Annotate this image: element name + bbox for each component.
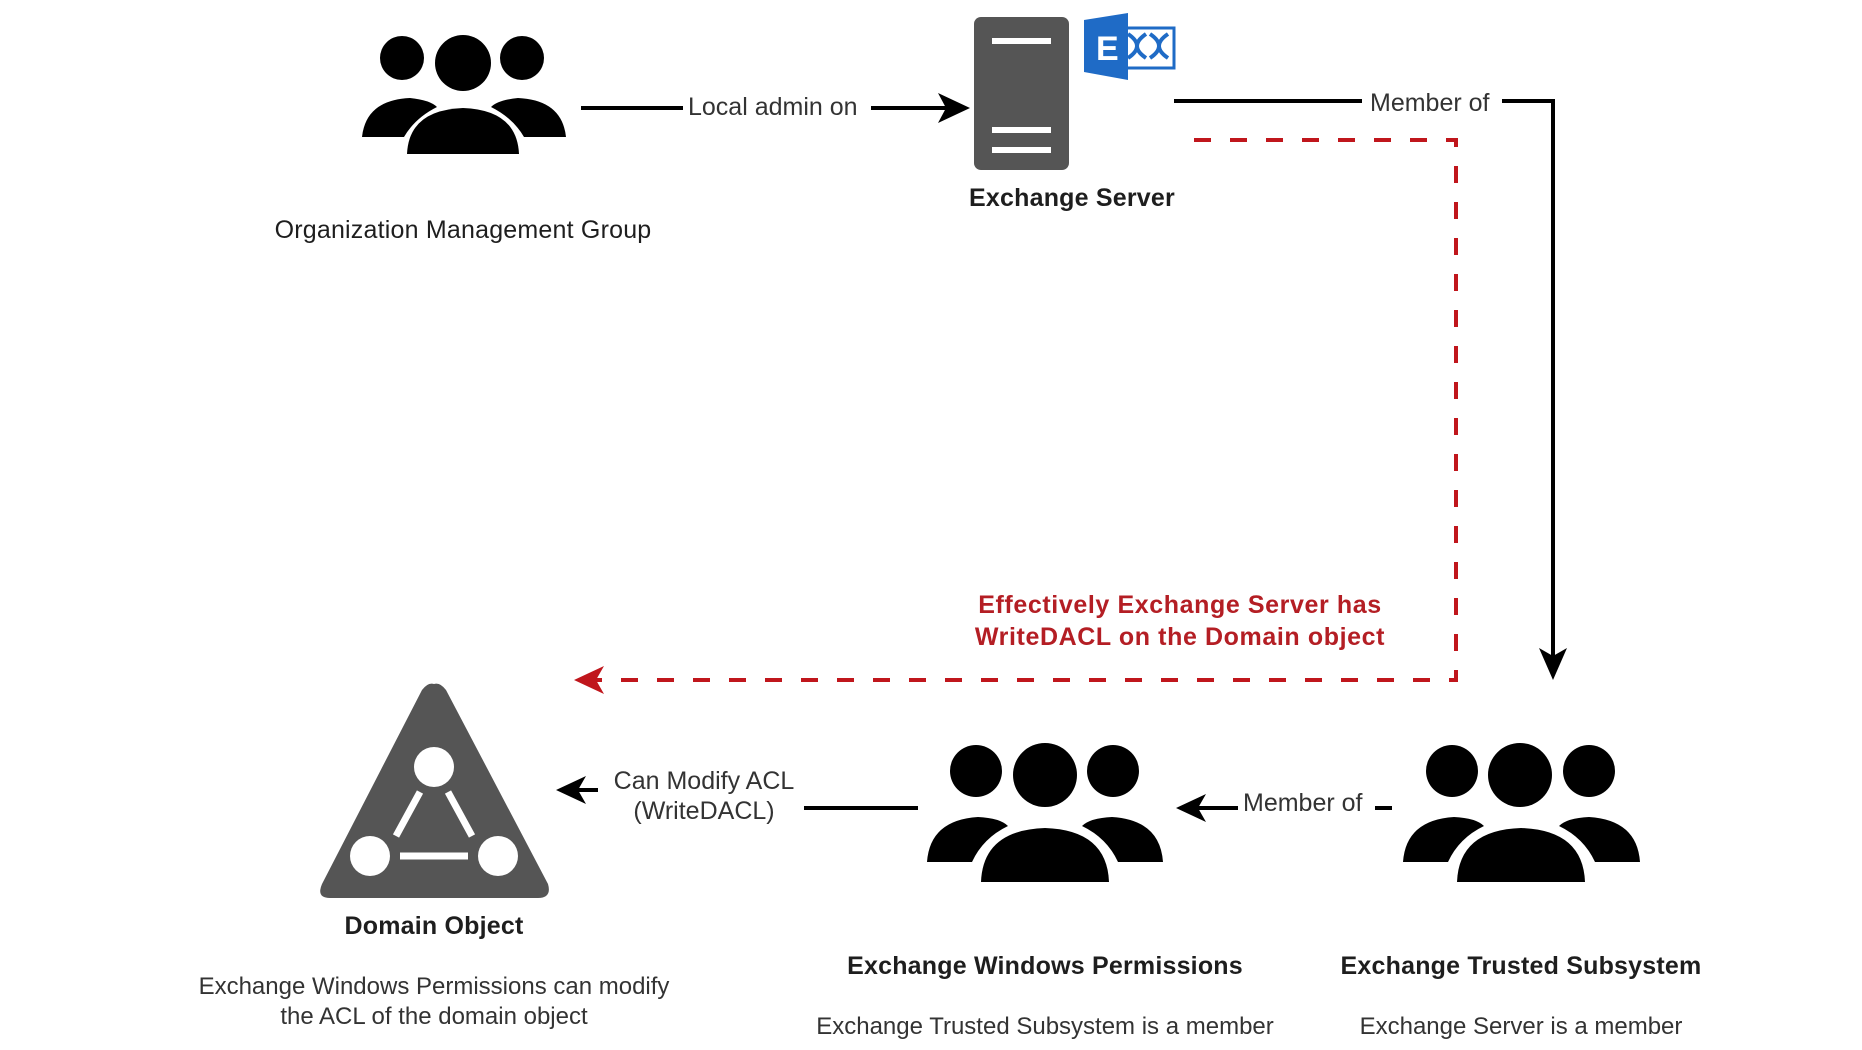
exchange-logo-icon: E [1084,13,1176,80]
person-head-right [1087,745,1139,797]
edge-member-of-top [1174,99,1567,680]
server-slot-top [992,38,1051,44]
arrowhead-can-modify-acl [556,776,586,804]
domain-desc-line2: the ACL of the domain object [280,1003,588,1030]
person-head-center [1488,743,1552,807]
domain-object-description: Exchange Windows Permissions can modify … [134,972,734,1032]
domain-link-right [444,790,476,838]
person-head-right [500,36,544,80]
domain-desc-line1: Exchange Windows Permissions can modify [198,973,670,1000]
exchange-server-label: Exchange Server [969,184,1175,212]
edge-can-modify-acl [556,776,918,810]
domain-node-top [414,747,454,787]
person-body-center [981,828,1109,882]
ets-label: Exchange Trusted Subsystem [1340,952,1702,980]
person-body-left [362,98,437,137]
server-slot-bottom [992,147,1051,153]
can-modify-line2: (WriteDACL) [633,797,775,825]
edge-label-member-of-bottom: Member of [1241,789,1365,818]
person-body-left [1403,817,1484,862]
arrowhead-member-of-bottom [1176,794,1206,822]
domain-object-icon[interactable] [320,683,549,898]
person-body-center [1457,828,1585,882]
person-head-right [1563,745,1615,797]
edge-label-can-modify-acl: Can Modify ACL (WriteDACL) [604,766,804,826]
person-head-center [1013,743,1077,807]
effective-note-line2: WriteDACL on the Domain object [974,623,1386,651]
domain-node-left [350,836,390,876]
person-body-right [1082,817,1163,862]
server-slot-middle [992,127,1051,133]
person-body-left [927,817,1008,862]
person-head-left [380,36,424,80]
person-body-right [491,98,566,137]
edge-label-local-admin: Local admin on [686,93,860,122]
effective-writedacl-note: Effectively Exchange Server has WriteDAC… [940,589,1420,653]
ewp-description: Exchange Trusted Subsystem is a member [816,1013,1274,1040]
arrowhead-member-of-top [1539,648,1567,680]
ets-group-icon[interactable] [1403,743,1640,882]
domain-object-label: Domain Object [344,912,524,940]
edge-member-of-bottom [1176,794,1392,822]
ewp-label: Exchange Windows Permissions [847,952,1243,980]
edge-local-admin [581,93,970,123]
effective-note-line1: Effectively Exchange Server has [978,591,1382,619]
domain-link-left [392,790,424,838]
can-modify-line1: Can Modify ACL [613,767,795,795]
arrowhead-local-admin [938,93,970,123]
ets-description: Exchange Server is a member [1359,1013,1683,1040]
person-head-left [1426,745,1478,797]
domain-node-right [478,836,518,876]
exchange-server-icon[interactable] [974,17,1069,170]
svg-text:E: E [1096,30,1119,68]
person-body-right [1559,817,1640,862]
org-management-group-icon[interactable] [362,35,566,154]
edge-effective-writedacl [574,138,1458,694]
arrowhead-effective-writedacl [574,666,604,694]
edge-label-member-of-top: Member of [1368,89,1492,118]
org-management-group-label: Organization Management Group [274,216,652,244]
person-head-center [435,35,491,91]
ewp-group-icon[interactable] [927,743,1163,882]
person-head-left [950,745,1002,797]
person-body-center [407,108,519,154]
